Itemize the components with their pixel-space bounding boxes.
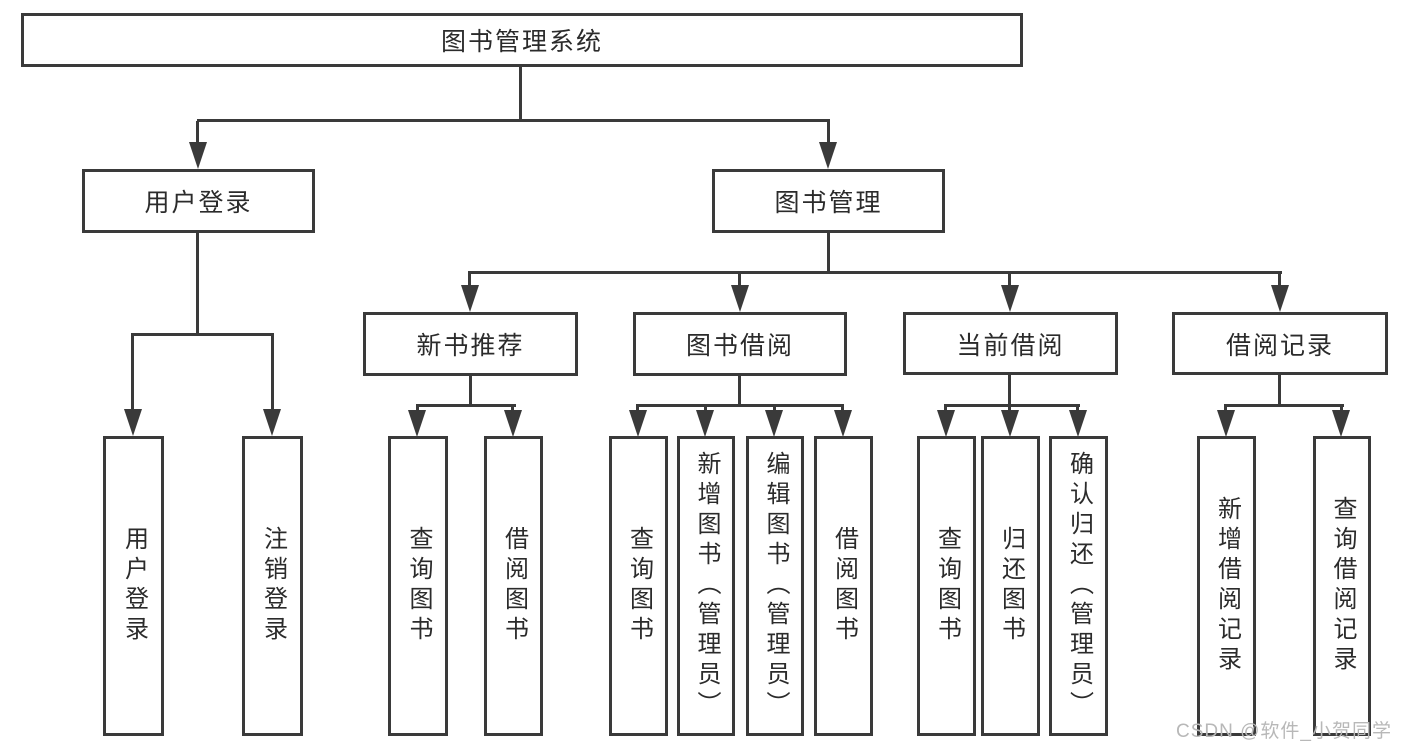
node-leaf-record-add: 新增借阅记录 xyxy=(1197,436,1256,736)
node-current-borrow: 当前借阅 xyxy=(903,312,1118,375)
connector-line xyxy=(1008,375,1011,406)
node-leaf-user-login: 用户登录 xyxy=(103,436,164,736)
connector-line xyxy=(1340,406,1343,412)
node-leaf-newbook-borrow: 借阅图书 xyxy=(484,436,543,736)
node-book-mgmt: 图书管理 xyxy=(712,169,945,233)
connector-line xyxy=(468,271,1282,274)
node-new-book-rec: 新书推荐 xyxy=(363,312,578,376)
arrow-down-marker xyxy=(1001,410,1019,437)
connector-line xyxy=(1008,406,1011,412)
connector-line xyxy=(827,121,830,146)
connector-line xyxy=(636,404,844,407)
arrow-down-marker xyxy=(263,409,281,436)
node-leaf-newbook-query: 查询图书 xyxy=(388,436,448,736)
node-leaf-record-query-label: 查询借阅记录 xyxy=(1329,496,1356,676)
connector-line xyxy=(1278,273,1281,287)
connector-line xyxy=(197,119,830,122)
arrow-down-marker xyxy=(834,410,852,437)
arrow-down-marker xyxy=(819,142,837,169)
arrow-down-marker xyxy=(189,142,207,169)
connector-line xyxy=(271,335,274,410)
connector-line xyxy=(704,406,707,412)
node-leaf-borrow-edit-label: 编辑图书（管理员） xyxy=(762,451,789,721)
connector-line xyxy=(773,406,776,412)
arrow-down-marker xyxy=(1217,410,1235,437)
arrow-down-marker xyxy=(461,285,479,312)
node-leaf-borrow-add: 新增图书（管理员） xyxy=(677,436,735,736)
connector-line xyxy=(738,273,741,287)
connector-line xyxy=(841,406,844,412)
node-book-borrow: 图书借阅 xyxy=(633,312,847,376)
node-leaf-newbook-borrow-label: 借阅图书 xyxy=(500,526,528,646)
arrow-down-marker xyxy=(504,410,522,437)
node-leaf-borrow-query-label: 查询图书 xyxy=(625,526,653,646)
connector-line xyxy=(416,404,516,407)
connector-line xyxy=(511,406,514,412)
node-leaf-current-confirm: 确认归还（管理员） xyxy=(1049,436,1108,736)
node-leaf-logout: 注销登录 xyxy=(242,436,303,736)
node-leaf-borrow-query: 查询图书 xyxy=(609,436,668,736)
node-leaf-current-query: 查询图书 xyxy=(917,436,976,736)
node-leaf-current-return: 归还图书 xyxy=(981,436,1040,736)
connector-line xyxy=(196,233,199,335)
connector-line xyxy=(131,333,274,336)
node-book-mgmt-label: 图书管理 xyxy=(774,189,883,217)
connector-line xyxy=(944,404,1080,407)
node-leaf-borrow-borrow-label: 借阅图书 xyxy=(830,526,858,646)
node-leaf-borrow-borrow: 借阅图书 xyxy=(814,436,873,736)
connector-line xyxy=(738,376,741,406)
connector-line xyxy=(944,406,947,412)
node-borrow-records-label: 借阅记录 xyxy=(1225,331,1334,360)
node-leaf-record-query: 查询借阅记录 xyxy=(1313,436,1371,736)
csdn-watermark: CSDN @软件_小贺同学 xyxy=(1176,721,1392,742)
node-leaf-borrow-add-label: 新增图书（管理员） xyxy=(693,451,720,721)
arrow-down-marker xyxy=(124,409,142,436)
node-leaf-borrow-edit: 编辑图书（管理员） xyxy=(746,436,804,736)
connector-line xyxy=(1224,406,1227,412)
node-current-borrow-label: 当前借阅 xyxy=(956,331,1065,360)
connector-line xyxy=(1278,375,1281,406)
arrow-down-marker xyxy=(629,410,647,437)
arrow-down-marker xyxy=(408,410,426,437)
arrow-down-marker xyxy=(765,410,783,437)
connector-line xyxy=(468,273,471,287)
arrow-down-marker xyxy=(696,410,714,437)
node-root: 图书管理系统 xyxy=(21,13,1023,67)
node-new-book-rec-label: 新书推荐 xyxy=(416,332,525,360)
arrow-down-marker xyxy=(1069,410,1087,437)
connector-line xyxy=(131,335,134,410)
arrow-down-marker xyxy=(1271,285,1289,312)
node-leaf-record-add-label: 新增借阅记录 xyxy=(1213,496,1241,676)
node-root-label: 图书管理系统 xyxy=(440,28,603,56)
node-user-login-label: 用户登录 xyxy=(144,189,253,217)
connector-line xyxy=(416,406,419,412)
node-user-login: 用户登录 xyxy=(82,169,315,233)
connector-line xyxy=(1008,273,1011,287)
node-leaf-current-query-label: 查询图书 xyxy=(933,526,961,646)
connector-line xyxy=(636,406,639,412)
arrow-down-marker xyxy=(1332,410,1350,437)
connector-line xyxy=(1224,404,1344,407)
connector-line xyxy=(1076,406,1079,412)
node-leaf-current-confirm-label: 确认归还（管理员） xyxy=(1065,451,1093,721)
node-leaf-current-return-label: 归还图书 xyxy=(997,526,1025,646)
connector-line xyxy=(519,67,522,120)
node-book-borrow-label: 图书借阅 xyxy=(685,332,794,360)
node-leaf-user-login-label: 用户登录 xyxy=(120,526,148,646)
arrow-down-marker xyxy=(1001,285,1019,312)
connector-line xyxy=(469,376,472,406)
node-leaf-logout-label: 注销登录 xyxy=(259,526,287,646)
connector-line xyxy=(827,233,830,273)
connector-line xyxy=(196,121,199,146)
node-borrow-records: 借阅记录 xyxy=(1172,312,1388,375)
node-leaf-newbook-query-label: 查询图书 xyxy=(405,526,432,646)
arrow-down-marker xyxy=(731,285,749,312)
arrow-down-marker xyxy=(937,410,955,437)
